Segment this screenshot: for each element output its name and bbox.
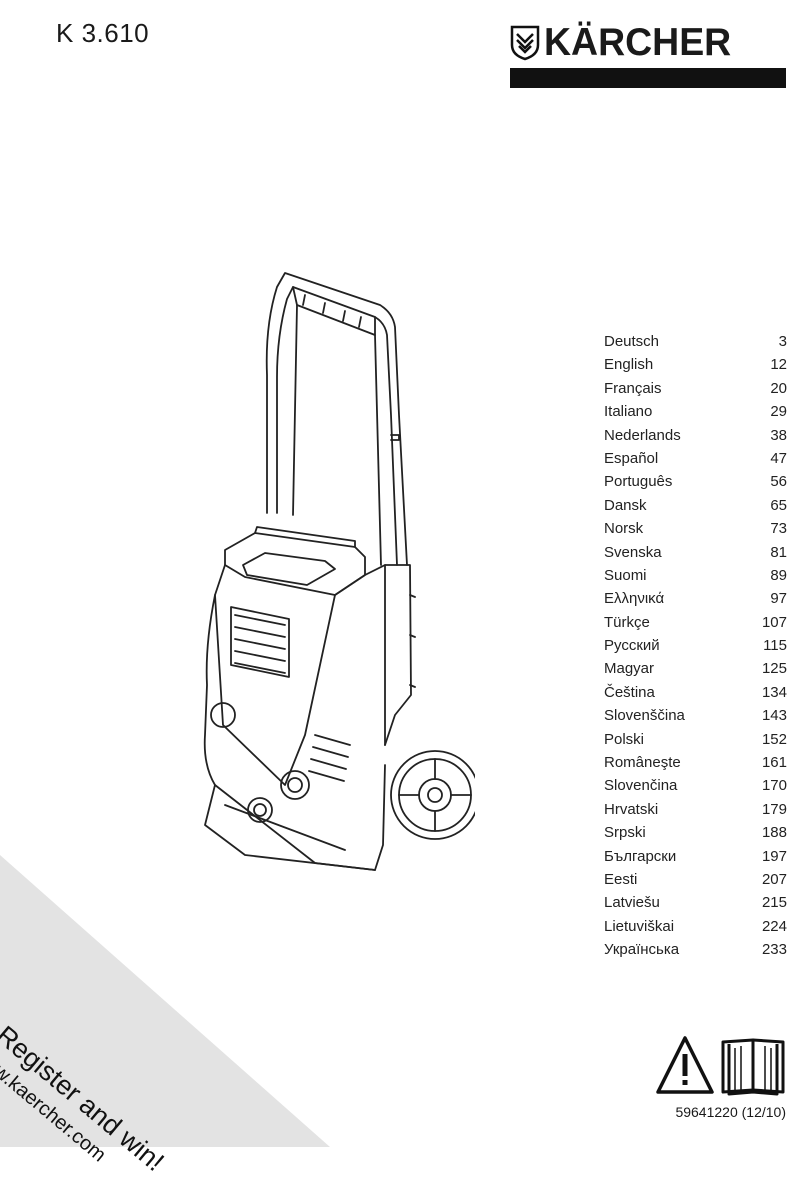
toc-row[interactable]: Dansk 65 — [604, 494, 787, 517]
register-promo: Register and win! www.kaercher.com — [0, 1020, 170, 1199]
toc-language: Deutsch — [604, 333, 660, 350]
toc-language: Čeština — [604, 683, 655, 701]
toc-row[interactable]: Slovenščina 143 — [604, 704, 787, 727]
toc-language: Português — [604, 473, 673, 491]
toc-row[interactable]: Português 56 — [604, 470, 787, 493]
toc-page: 47 — [770, 449, 787, 467]
toc-page: 29 — [770, 403, 787, 421]
toc-row[interactable]: English 12 — [604, 353, 787, 376]
toc-row[interactable]: Ελληνικά 97 — [604, 587, 787, 610]
open-book-icon — [721, 1038, 785, 1096]
toc-language: Lietuviškai — [604, 917, 675, 935]
toc-page: 81 — [770, 543, 787, 561]
toc-page: 134 — [761, 683, 787, 701]
toc-row[interactable]: Polski 152 — [604, 728, 787, 751]
toc-row[interactable]: Hrvatski 179 — [604, 798, 787, 821]
toc-language: Srpski — [604, 824, 646, 842]
toc-page: 89 — [770, 566, 787, 584]
toc-page: 56 — [770, 473, 787, 491]
pressure-washer-illustration — [203, 272, 475, 871]
toc-language: Türkçe — [604, 613, 650, 631]
toc-row[interactable]: Norsk 73 — [604, 517, 787, 540]
toc-page: 107 — [761, 613, 787, 631]
toc-page: 179 — [761, 800, 787, 818]
toc-row[interactable]: Svenska 81 — [604, 541, 787, 564]
toc-row[interactable]: Українська 233 — [604, 938, 787, 961]
toc-language: Norsk — [604, 520, 644, 538]
brand-emblem-icon — [510, 25, 540, 61]
toc-page: 170 — [761, 777, 787, 795]
toc-row[interactable]: Lietuviškai 224 — [604, 915, 787, 938]
safety-icons — [656, 1036, 785, 1096]
toc-row[interactable]: Čeština 134 — [604, 681, 787, 704]
toc-page: 97 — [770, 590, 787, 608]
toc-row[interactable]: Русский 115 — [604, 634, 787, 657]
toc-language: Suomi — [604, 566, 647, 584]
toc-language: Magyar — [604, 660, 655, 678]
toc-row[interactable]: Български 197 — [604, 845, 787, 868]
toc-page: 125 — [761, 660, 787, 678]
toc-row[interactable]: Latviešu 215 — [604, 891, 787, 914]
toc-row[interactable]: Nederlands 38 — [604, 424, 787, 447]
document-number: 59641220 (12/10) — [675, 1104, 786, 1120]
toc-row[interactable]: Slovenčina 170 — [604, 774, 787, 797]
toc-page: 233 — [761, 941, 787, 959]
toc-page: 161 — [761, 754, 787, 772]
toc-language: Русский — [604, 637, 660, 655]
toc-language: Українська — [604, 941, 680, 959]
toc-language: Dansk — [604, 496, 647, 514]
toc-row[interactable]: Türkçe 107 — [604, 611, 787, 634]
toc-language: Latviešu — [604, 894, 660, 912]
toc-page: 188 — [761, 824, 787, 842]
warning-triangle-icon — [656, 1036, 714, 1094]
toc-language: Español — [604, 449, 659, 467]
toc-language: Svenska — [604, 543, 662, 561]
toc-language: Eesti — [604, 870, 638, 888]
toc-page: 12 — [770, 356, 787, 374]
language-index: Deutsch 3 English 12 Français 20 Italiano 29… — [604, 330, 787, 962]
model-name: K 3.610 — [56, 18, 150, 48]
toc-row[interactable]: Srpski 188 — [604, 821, 787, 844]
brand-bar — [510, 68, 786, 88]
toc-row[interactable]: Français 20 — [604, 377, 787, 400]
toc-row[interactable]: Româneşte 161 — [604, 751, 787, 774]
toc-row[interactable]: Magyar 125 — [604, 657, 787, 680]
toc-page: 152 — [761, 730, 787, 748]
toc-language: Italiano — [604, 403, 653, 421]
toc-page: 224 — [761, 917, 787, 935]
toc-row[interactable]: Eesti 207 — [604, 868, 787, 891]
toc-page: 3 — [778, 333, 787, 350]
toc-page: 143 — [761, 707, 787, 725]
toc-language: Hrvatski — [604, 800, 659, 818]
toc-row[interactable]: Español 47 — [604, 447, 787, 470]
toc-page: 73 — [770, 520, 787, 538]
toc-page: 65 — [770, 496, 787, 514]
toc-page: 38 — [770, 426, 787, 444]
toc-row[interactable]: Suomi 89 — [604, 564, 787, 587]
toc-language: Ελληνικά — [604, 590, 665, 608]
toc-language: Български — [604, 847, 677, 865]
toc-page: 215 — [761, 894, 787, 912]
toc-page: 20 — [770, 379, 787, 397]
brand-wordmark: KÄRCHER — [544, 21, 732, 64]
toc-language: Nederlands — [604, 426, 681, 444]
toc-page: 207 — [761, 870, 787, 888]
toc-language: Français — [604, 379, 662, 397]
toc-language: English — [604, 356, 654, 374]
toc-language: Polski — [604, 730, 645, 748]
toc-page: 115 — [763, 637, 787, 655]
toc-language: Slovenščina — [604, 707, 685, 725]
toc-language: Slovenčina — [604, 777, 678, 795]
toc-language: Româneşte — [604, 754, 681, 772]
toc-row[interactable]: Italiano 29 — [604, 400, 787, 423]
toc-row[interactable]: Deutsch 3 — [604, 330, 787, 353]
toc-page: 197 — [761, 847, 787, 865]
brand-logo: KÄRCHER — [510, 22, 786, 88]
